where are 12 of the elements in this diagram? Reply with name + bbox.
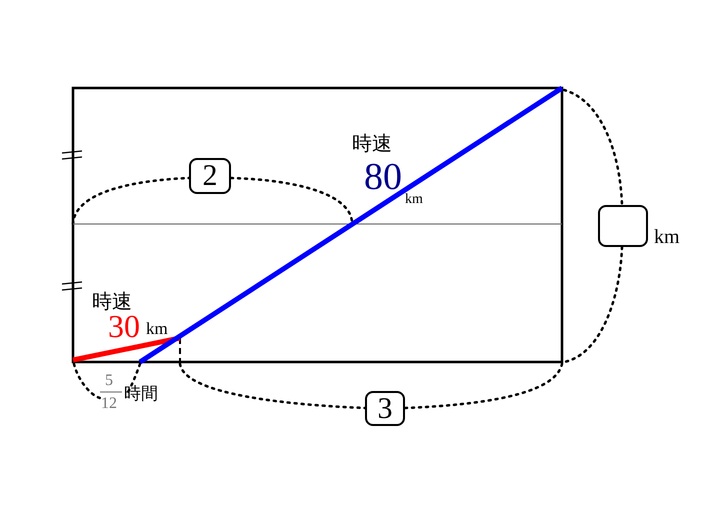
unit-label: km xyxy=(146,320,168,337)
speed-value: 80 xyxy=(364,158,402,196)
speed-label: 時速 xyxy=(352,134,392,154)
answer-box: 2 xyxy=(189,158,231,194)
blank-answer-box xyxy=(598,205,648,247)
fraction-numerator: 5 xyxy=(105,373,113,389)
speed-label: 時速 xyxy=(92,292,132,312)
unit-label: km xyxy=(654,227,680,247)
answer-box: 3 xyxy=(365,391,405,426)
speed-value: 30 xyxy=(108,310,140,342)
unit-label: km xyxy=(405,193,423,207)
fraction-denominator: 12 xyxy=(101,396,117,412)
